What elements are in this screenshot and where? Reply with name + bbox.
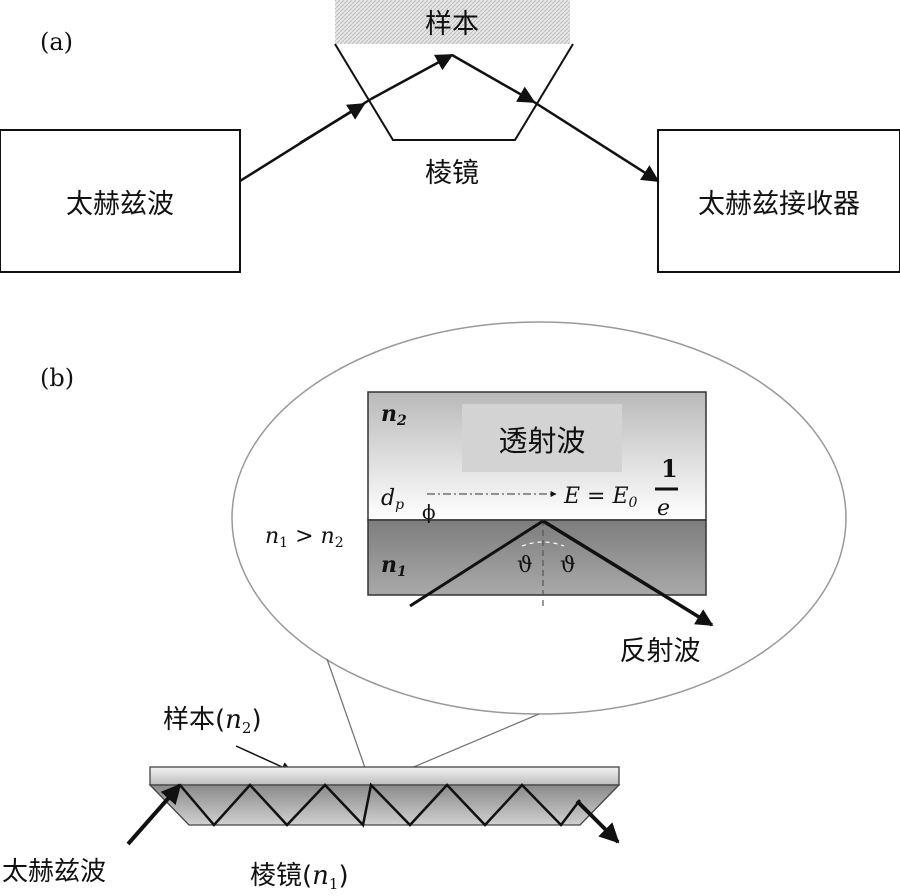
entry-beam-arrow bbox=[126, 783, 182, 846]
theta-right: ϑ bbox=[560, 553, 576, 578]
outgoing-beam bbox=[533, 100, 660, 183]
exit-beam-arrow bbox=[575, 799, 620, 844]
panel-a-label: (a) bbox=[40, 28, 73, 56]
inset-reflected-ray bbox=[542, 519, 714, 627]
thz-receiver-box bbox=[657, 129, 900, 273]
theta-left: ϑ bbox=[517, 553, 533, 578]
thz-receiver-label: 太赫兹接收器 bbox=[698, 189, 860, 220]
prism-outline bbox=[334, 43, 574, 141]
fraction-numerator: 1 bbox=[661, 454, 678, 483]
inner-down-beam bbox=[451, 53, 536, 104]
n2-label: n2 bbox=[381, 401, 407, 429]
prism-label: 棱镜 bbox=[425, 158, 479, 189]
zoom-line-left bbox=[326, 658, 372, 786]
sample-slab bbox=[335, 0, 570, 44]
thz-source-box bbox=[0, 129, 241, 273]
dp-label: dp bbox=[381, 486, 404, 513]
n1-label: n1 bbox=[381, 552, 407, 580]
inset-incident-ray bbox=[409, 519, 544, 608]
sample-label: 样本 bbox=[425, 9, 479, 40]
reflected-wave-label: 反射波 bbox=[620, 636, 701, 667]
panel-b-label: (b) bbox=[40, 364, 74, 392]
zigzag-reflections bbox=[179, 782, 581, 828]
inset-n1-region bbox=[367, 519, 707, 596]
bottom-prism bbox=[148, 784, 621, 826]
fraction-denominator: e bbox=[657, 496, 670, 521]
incident-arrow bbox=[299, 102, 366, 145]
phi-marker: ϕ bbox=[422, 500, 436, 524]
inner-up-beam bbox=[370, 53, 454, 101]
angle-arc bbox=[521, 541, 565, 547]
transmitted-wave-label: 透射波 bbox=[498, 424, 585, 458]
thz-source-label: 太赫兹波 bbox=[66, 189, 174, 220]
prism-n1-label: 棱镜(n1) bbox=[250, 861, 349, 893]
index-condition: n1 > n2 bbox=[265, 524, 344, 551]
transmitted-wave-box bbox=[462, 404, 622, 472]
panel-a: (a) 太赫兹波 太赫兹接收器 样本 棱镜 bbox=[0, 0, 900, 273]
panel-b: (b) 透射波 n2 n1 dp ϕ E = E0 1 e ϑ ϑ n1 > n… bbox=[2, 321, 847, 893]
field-equation: E = E0 bbox=[563, 484, 638, 511]
bottom-sample-strip bbox=[149, 766, 620, 786]
sample-n2-label: 样本(n2) bbox=[163, 705, 262, 737]
bottom-thz-wave-label: 太赫兹波 bbox=[2, 857, 106, 887]
